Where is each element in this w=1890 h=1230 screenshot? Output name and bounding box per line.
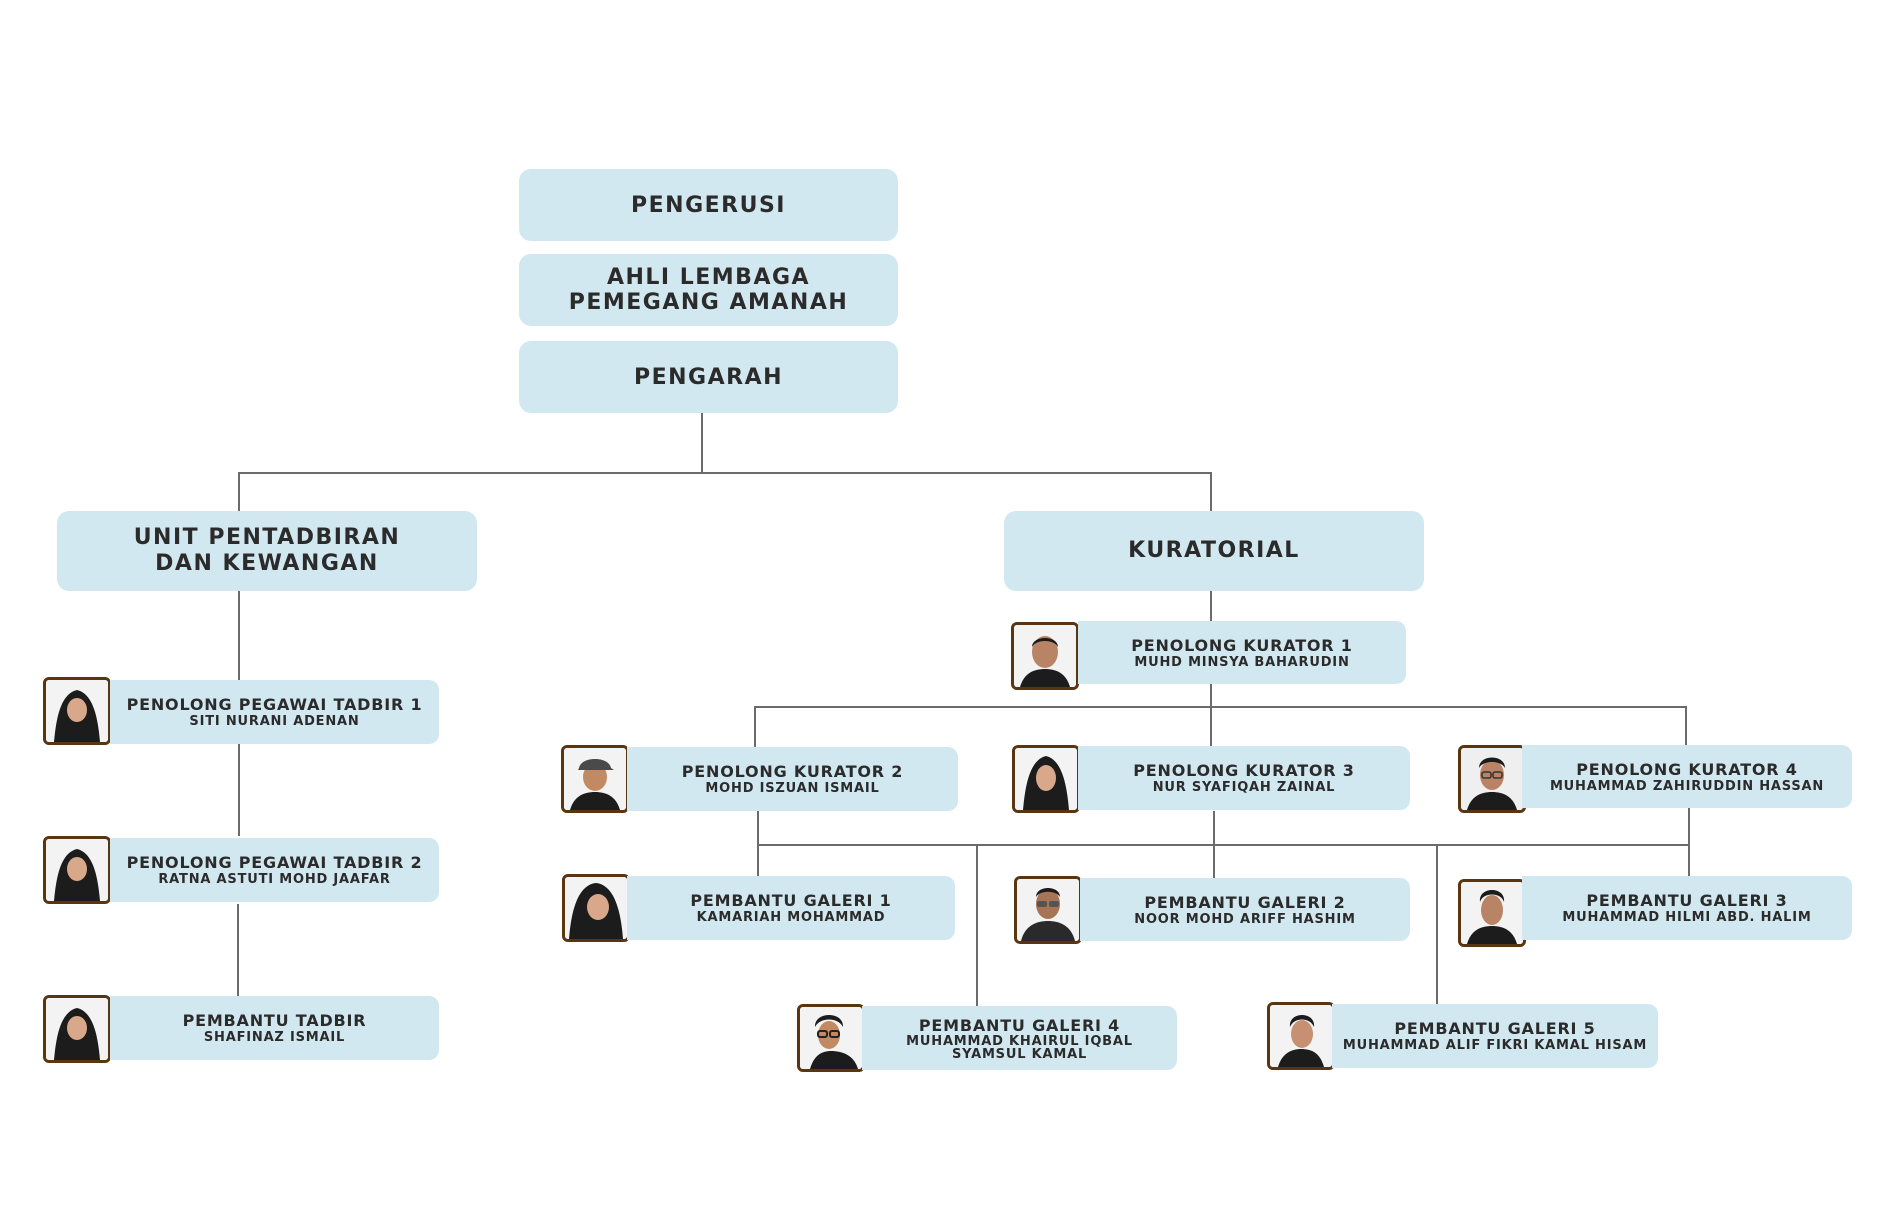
- connector-admin-column-1: [238, 591, 240, 680]
- chairman-title: PENGERUSI: [631, 192, 786, 218]
- board-title-line1: AHLI LEMBAGA: [606, 265, 811, 290]
- staff-card-galeri-5: PEMBANTU GALERI 5 MUHAMMAD ALIF FIKRI KA…: [1332, 1004, 1658, 1068]
- staff-role: PEMBANTU TADBIR: [182, 1011, 367, 1030]
- staff-card-kurator-1: PENOLONG KURATOR 1 MUHD MINSYA BAHARUDIN: [1078, 621, 1406, 684]
- staff-card-galeri-4: PEMBANTU GALERI 4 MUHAMMAD KHAIRUL IQBAL…: [862, 1006, 1177, 1070]
- staff-role: PEMBANTU GALERI 4: [918, 1015, 1121, 1035]
- staff-name: MOHD ISZUAN ISMAIL: [705, 781, 880, 796]
- staff-photo-galeri-4: [797, 1004, 865, 1072]
- director-box: PENGARAH: [519, 341, 898, 413]
- admin-unit-title-line2: DAN KEWANGAN: [155, 551, 379, 576]
- staff-name-line2: SYAMSUL KAMAL: [951, 1046, 1088, 1062]
- woman-hijab-portrait-icon: [46, 998, 108, 1060]
- connector-to-k4: [1685, 706, 1687, 745]
- staff-card-kurator-3: PENOLONG KURATOR 3 NUR SYAFIQAH ZAINAL: [1078, 746, 1410, 810]
- connector-admin-column-2: [238, 744, 240, 836]
- connector-curatorial-unit: [1210, 472, 1212, 511]
- board-box: AHLI LEMBAGA PEMEGANG AMANAH: [519, 254, 898, 326]
- man-portrait-icon: [1270, 1005, 1332, 1067]
- staff-photo-galeri-1: [562, 874, 630, 942]
- director-title: PENGARAH: [633, 364, 784, 390]
- staff-role: PEMBANTU GALERI 5: [1394, 1019, 1596, 1038]
- connector-to-g5: [1436, 844, 1438, 1004]
- staff-name: KAMARIAH MOHAMMAD: [696, 910, 886, 925]
- connector-k1-down: [1210, 684, 1212, 746]
- staff-photo-galeri-5: [1267, 1002, 1335, 1070]
- connector-galeri-horizontal: [757, 844, 1690, 846]
- chairman-box: PENGERUSI: [519, 169, 898, 241]
- staff-name: MUHD MINSYA BAHARUDIN: [1134, 654, 1350, 670]
- woman-hijab-portrait-icon: [46, 680, 108, 742]
- staff-role: PENOLONG KURATOR 4: [1576, 759, 1798, 779]
- staff-role: PEMBANTU GALERI 3: [1586, 891, 1788, 910]
- connector-admin-column-3: [237, 904, 239, 996]
- connector-kurator-horizontal: [754, 706, 1687, 708]
- woman-hijab-portrait-icon: [565, 877, 627, 939]
- staff-card-galeri-2: PEMBANTU GALERI 2 NOOR MOHD ARIFF HASHIM: [1080, 878, 1410, 941]
- staff-photo-tadbir-2: [43, 836, 111, 904]
- staff-photo-tadbir-3: [43, 995, 111, 1063]
- man-glasses-portrait-icon: [1461, 748, 1523, 810]
- staff-photo-tadbir-1: [43, 677, 111, 745]
- staff-photo-kurator-2: [561, 745, 629, 813]
- staff-photo-galeri-2: [1014, 876, 1082, 944]
- staff-card-tadbir-3: PEMBANTU TADBIR SHAFINAZ ISMAIL: [110, 996, 439, 1060]
- connector-to-g4: [976, 844, 978, 1006]
- staff-name: SHAFINAZ ISMAIL: [203, 1030, 346, 1045]
- board-title-line2: PEMEGANG AMANAH: [568, 290, 849, 315]
- admin-unit-title-line1: UNIT PENTADBIRAN: [133, 525, 401, 550]
- staff-role: PENOLONG KURATOR 1: [1131, 635, 1353, 655]
- staff-name: SITI NURANI ADENAN: [189, 714, 360, 729]
- curatorial-unit-title: KURATORIAL: [1128, 538, 1300, 563]
- curatorial-unit-box: KURATORIAL: [1004, 511, 1424, 591]
- connector-admin-unit: [238, 472, 240, 511]
- man-portrait-icon: [1461, 882, 1523, 944]
- staff-role: PEMBANTU GALERI 1: [690, 891, 892, 910]
- staff-card-galeri-1: PEMBANTU GALERI 1 KAMARIAH MOHAMMAD: [627, 876, 955, 940]
- staff-name: MUHAMMAD ZAHIRUDDIN HASSAN: [1549, 778, 1825, 794]
- connector-units-horizontal: [238, 472, 1212, 474]
- man-glasses-portrait-icon: [1017, 879, 1079, 941]
- connector-curatorial-to-k1: [1210, 591, 1212, 621]
- staff-card-tadbir-2: PENOLONG PEGAWAI TADBIR 2 RATNA ASTUTI M…: [110, 838, 439, 902]
- staff-role: PENOLONG KURATOR 3: [1133, 761, 1355, 780]
- man-glasses-portrait-icon: [800, 1007, 862, 1069]
- connector-k2-down: [757, 811, 759, 876]
- staff-photo-kurator-4: [1458, 745, 1526, 813]
- staff-name: MUHAMMAD HILMI ABD. HALIM: [1562, 910, 1812, 925]
- staff-role: PENOLONG PEGAWAI TADBIR 2: [126, 853, 423, 872]
- staff-card-kurator-4: PENOLONG KURATOR 4 MUHAMMAD ZAHIRUDDIN H…: [1522, 745, 1852, 808]
- staff-photo-kurator-1: [1011, 622, 1079, 690]
- staff-role: PENOLONG KURATOR 2: [681, 762, 904, 781]
- admin-unit-box: UNIT PENTADBIRAN DAN KEWANGAN: [57, 511, 477, 591]
- staff-card-galeri-3: PEMBANTU GALERI 3 MUHAMMAD HILMI ABD. HA…: [1522, 876, 1852, 940]
- connector-to-k2: [754, 706, 756, 747]
- woman-hijab-portrait-icon: [1015, 748, 1077, 810]
- connector-k4-down: [1688, 808, 1690, 876]
- staff-card-tadbir-1: PENOLONG PEGAWAI TADBIR 1 SITI NURANI AD…: [110, 680, 439, 744]
- staff-name: MUHAMMAD ALIF FIKRI KAMAL HISAM: [1342, 1038, 1648, 1053]
- woman-hijab-portrait-icon: [46, 839, 108, 901]
- staff-name-line1: MUHAMMAD KHAIRUL IQBAL: [906, 1033, 1133, 1049]
- staff-photo-galeri-3: [1458, 879, 1526, 947]
- staff-photo-kurator-3: [1012, 745, 1080, 813]
- man-portrait-icon: [1014, 625, 1076, 687]
- connector-director-down: [701, 413, 703, 473]
- staff-name: RATNA ASTUTI MOHD JAAFAR: [158, 872, 391, 887]
- staff-name: NOOR MOHD ARIFF HASHIM: [1134, 911, 1356, 927]
- man-cap-portrait-icon: [564, 748, 626, 810]
- staff-name: NUR SYAFIQAH ZAINAL: [1152, 780, 1336, 795]
- staff-role: PENOLONG PEGAWAI TADBIR 1: [126, 695, 423, 714]
- staff-role: PEMBANTU GALERI 2: [1144, 892, 1346, 912]
- staff-card-kurator-2: PENOLONG KURATOR 2 MOHD ISZUAN ISMAIL: [627, 747, 958, 811]
